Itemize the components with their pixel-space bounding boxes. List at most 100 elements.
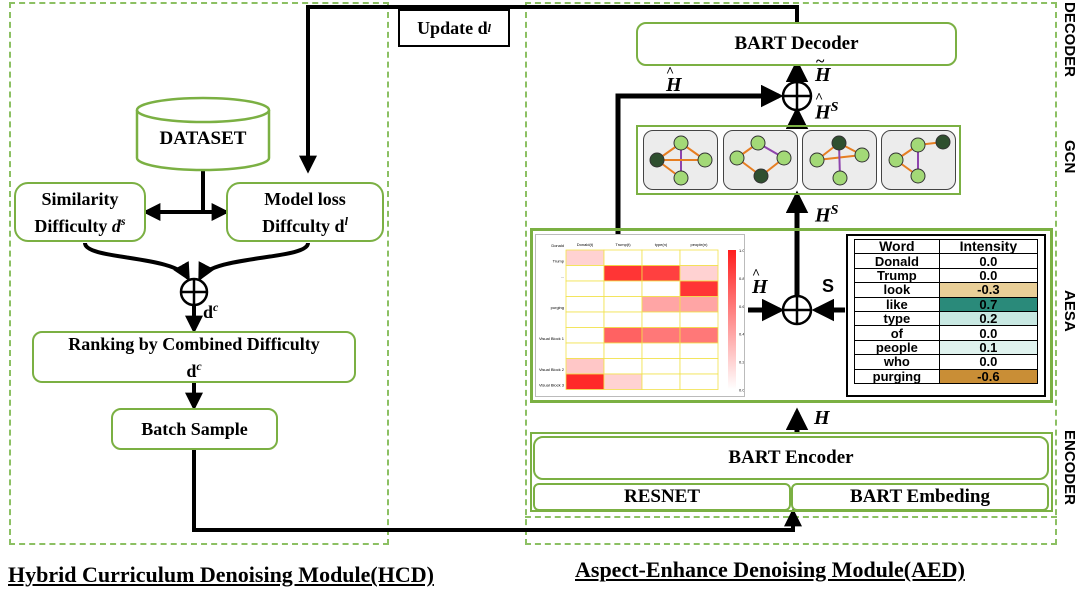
heatmap-cell: [603, 373, 643, 390]
combined-var: d: [203, 302, 214, 322]
update-label: Update d: [417, 17, 488, 38]
combined-difficulty-label: dc: [203, 300, 218, 323]
heatmap-col-label: people(n): [691, 242, 709, 247]
dataset-label: DATASET: [159, 128, 247, 149]
heatmap-cell: [565, 342, 605, 359]
similarity-difficulty-box: Similarity Difficulty ds: [14, 182, 146, 242]
heatmap-cell: [603, 311, 643, 328]
intensity-value: 0.0: [938, 253, 1039, 269]
intensity-word: people: [854, 339, 940, 356]
intensity-word: look: [854, 282, 940, 298]
modelloss-line1: Model loss: [264, 188, 346, 209]
ranking-sup: c: [196, 358, 202, 373]
heatmap-cell: [603, 265, 643, 282]
heatmap-cell: [679, 358, 719, 375]
graph-panel-3: [802, 130, 877, 190]
intensity-value: -0.6: [938, 368, 1039, 384]
heatmap-cell: [679, 373, 719, 390]
bart-embedding-label: BART Embeding: [850, 486, 990, 507]
heatmap-cell: [679, 342, 719, 359]
h-tilde-label: ~H: [815, 53, 831, 87]
bart-embedding-box: BART Embeding: [791, 483, 1049, 511]
heatmap-cell: [603, 249, 643, 266]
heatmap-cell: [603, 342, 643, 359]
aed-title: Aspect-Enhance Denoising Module(AED): [575, 557, 965, 582]
heatmap-row-label: purging: [551, 305, 564, 310]
combine-oplus-decoder: [781, 80, 813, 112]
h-s-text: H: [815, 204, 831, 227]
heatmap-cell: [679, 280, 719, 297]
intensity-header-word: Word: [854, 238, 940, 255]
update-label-sup: l: [487, 20, 491, 35]
ranking-var: d: [186, 360, 197, 381]
heatmap-cell: [641, 327, 681, 344]
heatmap-cell: [641, 296, 681, 313]
h-tilde-accent: ~: [816, 53, 825, 70]
h-enc-label: H: [814, 407, 830, 429]
h-hat-accent: ^: [666, 65, 675, 80]
heatmap-cell: [641, 311, 681, 328]
combine-oplus-aesa: [781, 294, 813, 326]
heatmap-cell: [565, 265, 605, 282]
side-label-aesa: AESA: [1061, 290, 1078, 332]
heatmap-col-label: type(n): [655, 242, 668, 247]
resnet-box: RESNET: [533, 483, 791, 511]
heatmap-col-label: Trump(t): [615, 242, 631, 247]
side-label-gcn: GCN: [1061, 140, 1078, 174]
heatmap-colorbar-tick: 0.8: [739, 276, 744, 281]
side-label-encoder: ENCODER: [1061, 430, 1078, 506]
heatmap-cell: [641, 249, 681, 266]
heatmap-cell: [603, 358, 643, 375]
heatmap-colorbar-tick: 0.2: [739, 360, 744, 365]
intensity-word: of: [854, 325, 940, 341]
similarity-sup: s: [120, 213, 126, 228]
resnet-label: RESNET: [623, 486, 701, 507]
similarity-line1: Similarity: [41, 188, 119, 209]
intensity-row: look-0.3: [854, 282, 1039, 298]
h-hat-s-label: ^HS: [815, 91, 838, 125]
heatmap-cell: [641, 373, 681, 390]
heatmap-colorbar-tick: 0.4: [739, 332, 744, 337]
heatmap-cell: [565, 249, 605, 266]
intensity-value: 0.2: [938, 310, 1039, 327]
heatmap-cell: [565, 327, 605, 344]
hcd-frame: [9, 2, 389, 545]
heatmap-cell: [641, 280, 681, 297]
intensity-value: 0.0: [938, 354, 1039, 370]
heatmap-cell: [679, 249, 719, 266]
heatmap-cell: [641, 342, 681, 359]
similarity-line2: Difficulty: [34, 215, 108, 236]
heatmap-colorbar: [728, 250, 736, 390]
bart-decoder-box: BART Decoder: [636, 22, 957, 66]
heatmap-row-label: Visual Block 3: [539, 383, 565, 388]
heatmap-cell: [679, 327, 719, 344]
h-hat-mid-text: H: [752, 276, 768, 298]
model-loss-box: Model loss Diffculty dl: [226, 182, 384, 242]
h-tilde-text: H: [815, 64, 831, 86]
heatmap-cell: [603, 327, 643, 344]
h-hat-s-accent: ^: [815, 91, 824, 106]
heatmap-cell: [641, 358, 681, 375]
combine-oplus-hcd: [179, 277, 209, 307]
intensity-value: 0.1: [938, 339, 1039, 356]
ranking-box: Ranking by Combined Difficulty dc: [32, 331, 356, 383]
heatmap-row-label: ...: [561, 274, 564, 279]
h-hat-text: H: [666, 74, 682, 96]
graph-panel-4: [881, 130, 956, 190]
h-hat-mid-label: ^H: [752, 267, 768, 299]
heatmap-svg: Donald(t)Trump(t)type(n)people(n)DonaldT…: [539, 242, 745, 393]
intensity-word: like: [854, 296, 940, 312]
hcd-title: Hybrid Curriculum Denoising Module(HCD): [8, 562, 434, 587]
graph-panel-2: [723, 130, 798, 190]
encoder-box: [530, 432, 1053, 512]
batch-sample-box: Batch Sample: [111, 408, 278, 450]
h-hat-mid-accent: ^: [752, 267, 761, 282]
h-s-sup: S: [830, 203, 839, 218]
